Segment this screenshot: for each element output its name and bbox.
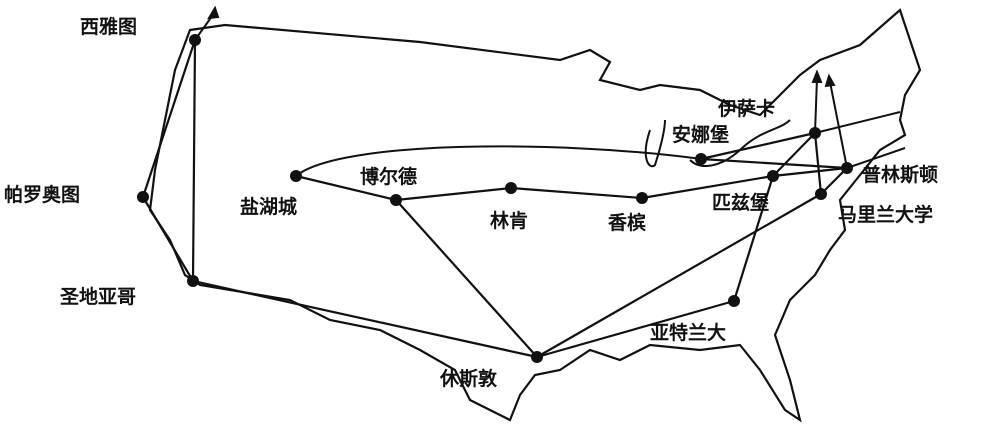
link-boulder-lincoln bbox=[395, 186, 512, 202]
node-lincoln bbox=[505, 182, 517, 194]
node-paloalto bbox=[137, 191, 149, 203]
link-houston-maryland bbox=[536, 193, 822, 358]
node-atlanta bbox=[728, 295, 740, 307]
link-paloalto-sandiego bbox=[142, 196, 194, 282]
label-seattle: 西雅图 bbox=[80, 16, 138, 38]
label-champaign: 香槟 bbox=[608, 212, 647, 234]
node-houston bbox=[531, 351, 543, 363]
link-boulder-houston bbox=[395, 199, 538, 358]
link-sandiego-houston bbox=[192, 279, 538, 359]
label-atlanta: 亚特兰大 bbox=[650, 322, 727, 344]
node-saltlake bbox=[290, 170, 302, 182]
link-layer bbox=[141, 39, 848, 359]
label-sandiego: 圣地亚哥 bbox=[60, 286, 137, 308]
link-houston-atlanta bbox=[536, 299, 735, 359]
node-pittsburgh bbox=[767, 170, 779, 182]
link-pittsburgh-ithaca bbox=[772, 132, 816, 177]
arc-saltlake-annarbor bbox=[295, 145, 702, 177]
link-maryland-princeton bbox=[820, 167, 848, 195]
us-outline bbox=[148, 8, 922, 423]
label-lincoln: 林肯 bbox=[490, 210, 529, 232]
label-annarbor: 安娜堡 bbox=[672, 124, 730, 146]
label-boulder: 博尔德 bbox=[360, 166, 418, 188]
link-lincoln-champaign bbox=[510, 186, 643, 200]
link-champaign-pittsburgh bbox=[641, 174, 774, 200]
link-atlanta-pittsburgh bbox=[732, 175, 775, 302]
node-ithaca bbox=[809, 127, 821, 139]
node-annarbor bbox=[695, 153, 707, 165]
link-boulder-saltlake bbox=[295, 174, 397, 202]
node-maryland bbox=[815, 188, 827, 200]
node-princeton bbox=[841, 162, 853, 174]
link-annarbor-princeton bbox=[700, 157, 848, 170]
external-arrows bbox=[194, 5, 906, 169]
link-annarbor-ithaca bbox=[700, 131, 816, 161]
label-ithaca: 伊萨卡 bbox=[718, 98, 776, 120]
node-seattle bbox=[189, 34, 201, 46]
label-princeton: 普林斯顿 bbox=[862, 164, 939, 186]
link-seattle-sandiego bbox=[191, 39, 197, 282]
label-maryland: 马里兰大学 bbox=[838, 204, 934, 226]
node-boulder bbox=[390, 194, 402, 206]
label-pittsburgh: 匹兹堡 bbox=[712, 192, 770, 214]
label-houston: 休斯敦 bbox=[440, 368, 498, 390]
node-layer bbox=[137, 34, 853, 363]
link-seattle-paloalto bbox=[141, 39, 197, 198]
label-saltlake: 盐湖城 bbox=[240, 196, 298, 218]
node-sandiego bbox=[187, 275, 199, 287]
link-ithaca-maryland bbox=[813, 132, 823, 195]
label-paloalto: 帕罗奥图 bbox=[4, 184, 81, 206]
node-champaign bbox=[636, 192, 648, 204]
link-pittsburgh-princeton bbox=[772, 166, 848, 178]
